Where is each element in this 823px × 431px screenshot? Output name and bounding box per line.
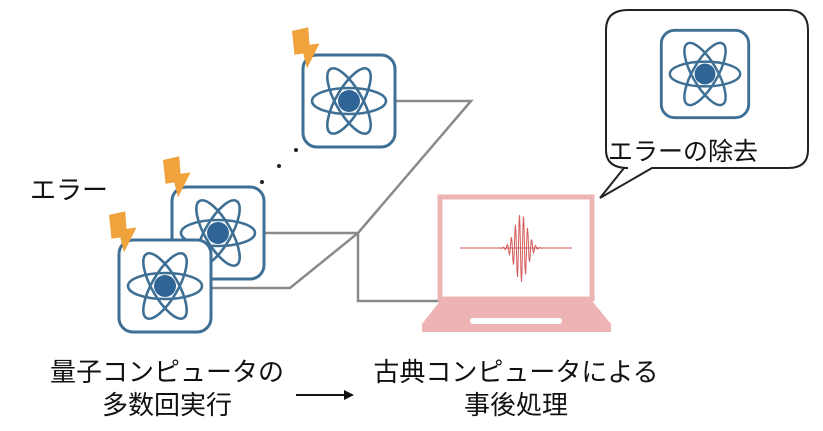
laptop-icon [422,194,611,332]
speech-bubble [599,9,809,199]
atom-icon-front [117,238,213,334]
connection-wires [212,99,474,303]
classical-caption-line2: 事後処理 [463,391,568,421]
error-label: エラー [30,176,109,206]
flow-arrow [296,390,354,400]
wire-top [357,99,474,234]
quantum-caption-line1: 量子コンピュータの [49,358,284,388]
classical-caption-line1: 古典コンピュータによる [373,358,659,388]
quantum-caption: 量子コンピュータの 多数回実行 [34,357,300,423]
error-removal-label: エラーの除去 [608,137,759,166]
ellipsis-dots [260,148,298,184]
classical-caption: 古典コンピュータによる 事後処理 [362,357,670,423]
atom-icon-top [301,53,397,149]
waveform-icon [460,215,572,282]
quantum-caption-line2: 多数回実行 [101,391,232,421]
wire-to-laptop [356,233,440,303]
wire-bottom [212,232,359,290]
atom-icon-bubble [659,28,751,120]
